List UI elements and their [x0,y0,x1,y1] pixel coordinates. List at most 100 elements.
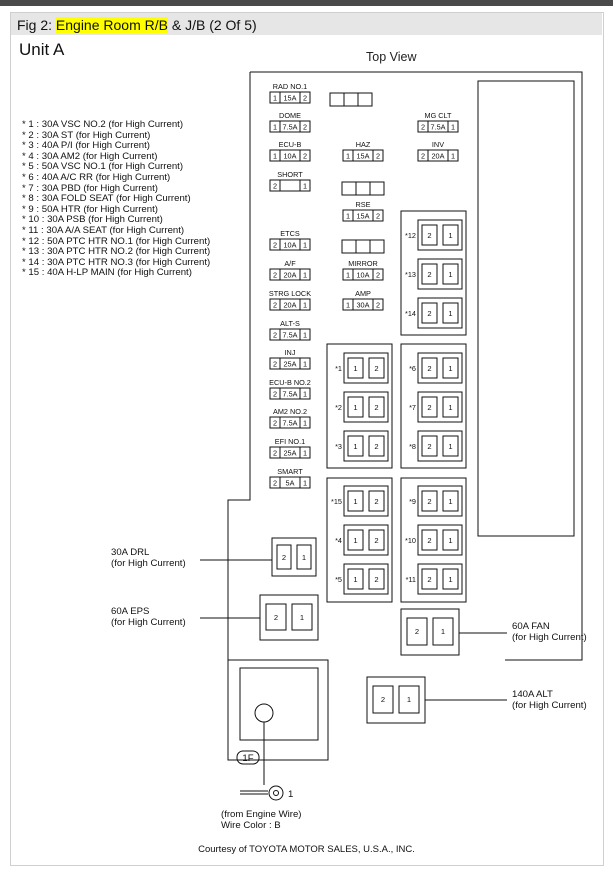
fuse-cell-value: 5A [286,479,295,488]
mini-fuse [269,357,311,370]
fuse-cell-value: 2 [273,271,277,280]
mini-fuse [269,179,311,192]
mini-fuse [269,328,311,341]
fuse-pin-number: 2 [427,575,431,584]
fuse-id-label: *1 [335,364,342,373]
fuse-cell-value: 7.5A [282,123,297,132]
fuse-pin-number: 2 [374,364,378,373]
fuse-pin-number: 1 [448,364,452,373]
alt-pin-2: 2 [381,695,385,704]
window-top-bar [0,0,613,6]
ground-bay-inner [239,667,319,741]
fuse-id-label: *5 [335,575,342,584]
fuse-cell-value: 25A [284,360,297,369]
mini-fuse [342,209,384,222]
fuse-name-label: ECU-B [279,140,302,149]
fuse-cell-value: 2 [273,182,277,191]
mini-fuse [269,120,311,133]
fuse-cell-value: 2 [303,94,307,103]
empty-cavity [341,181,385,196]
fuse-pin-number: 2 [374,575,378,584]
fuse-pin-number: 1 [353,364,357,373]
legend-item: * 4 : 30A AM2 (for High Current) [22,150,158,162]
fuse-cell-value: 1 [303,449,307,458]
drl-label: 30A DRL [111,547,150,558]
fuse-cell-value: 2 [376,271,380,280]
right-empty-cavity [477,80,575,537]
fuse-terminal [368,357,385,379]
fuse-terminal [442,396,459,418]
fuse-cell-value: 1 [273,94,277,103]
fuse-pin-number: 2 [427,231,431,240]
fuse-name-label: RSE [355,200,370,209]
fuse-pin-number: 1 [448,270,452,279]
fuse-cell-value: 1 [346,212,350,221]
fuse-cell-value: 1 [303,360,307,369]
fuse-name-label: ETCS [280,229,300,238]
drl-fuse-housing [271,537,317,577]
fuse-cell-value: 2 [421,152,425,161]
fuse-pin-number: 2 [427,364,431,373]
fuse-id-label: *4 [335,536,342,545]
fuse-cell-value: 15A [357,152,370,161]
fuse-cell-value: 30A [357,301,370,310]
eps-pin-2: 2 [274,613,278,622]
fuse-cell-value: 2 [376,152,380,161]
fan-pin-2: 2 [415,627,419,636]
fuse-cell-value: 1 [451,123,455,132]
legend-item: * 12 : 50A PTC HTR NO.1 (for High Curren… [22,235,211,247]
fuse-name-label: AM2 NO.2 [273,407,307,416]
legend-item: * 7 : 30A PBD (for High Current) [22,182,158,194]
mini-fuse [417,120,459,133]
fuse-terminal [347,529,364,551]
fuse-cell-value: 2 [273,419,277,428]
fuse-pin-number: 1 [448,575,452,584]
fuse-id-label: *11 [406,575,416,584]
alt-fuse-pin [372,685,394,714]
fuse-terminal [347,435,364,457]
fuse-name-label: SHORT [277,170,303,179]
fuse-terminal [368,435,385,457]
legend-item: * 1 : 30A VSC NO.2 (for High Current) [22,119,184,130]
eps-fuse-housing [259,594,319,641]
fuse-pin-number: 1 [353,403,357,412]
fuse-cell-value: 2 [303,152,307,161]
drl-fuse-pin [276,544,292,570]
high-current-fuse [417,352,463,384]
fuse-housing [326,477,393,603]
high-current-fuse [417,524,463,556]
figure-title: Fig 2: Engine Room R/B & J/B (2 Of 5) [17,17,257,33]
fuse-pin-number: 1 [448,309,452,318]
fan-sublabel: (for High Current) [512,632,587,643]
mini-fuse [269,268,311,281]
fuse-legend: * 1 : 30A VSC NO.2 (for High Current) * … [22,119,211,279]
eps-sublabel: (for High Current) [111,617,186,628]
fuse-pin-number: 1 [448,442,452,451]
figure-title-highlight: Engine Room R/B [55,17,168,33]
fuse-terminal [421,263,438,285]
fuse-pin-number: 2 [374,403,378,412]
fuse-cell-value: 2 [273,479,277,488]
legend-item: * 5 : 50A VSC NO.1 (for High Current) [22,161,184,173]
fuse-cell-value: 1 [346,301,350,310]
fuse-cell-value: 7.5A [430,123,445,132]
fuse-terminal [442,357,459,379]
fuse-cell-value: 1 [346,152,350,161]
fuse-pin-number: 1 [448,231,452,240]
high-current-fuse [343,391,389,423]
fuse-name-label: INV [432,140,444,149]
fuse-cell-value: 1 [303,331,307,340]
fuse-name-label: A/F [284,259,296,268]
fuse-terminal [442,529,459,551]
high-current-fuse [343,430,389,462]
legend-item: * 10 : 30A PSB (for High Current) [22,214,163,226]
mini-fuse [342,298,384,311]
fuse-cell-value: 15A [357,212,370,221]
mini-fuse [269,298,311,311]
fuse-name-label: ALT-S [280,319,300,328]
fuse-name-label: ECU-B NO.2 [269,378,311,387]
figure-frame [10,12,604,866]
fuse-housing [400,343,467,469]
